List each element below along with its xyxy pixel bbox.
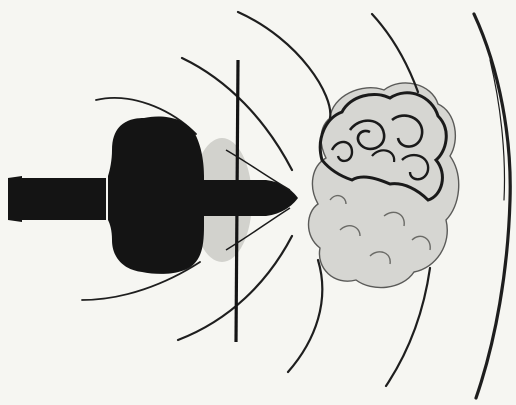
bomb-tail-bar bbox=[10, 178, 106, 220]
bomb-tail-end bbox=[8, 176, 22, 222]
bomb-main-body bbox=[108, 117, 204, 274]
barrier-line bbox=[236, 60, 238, 342]
